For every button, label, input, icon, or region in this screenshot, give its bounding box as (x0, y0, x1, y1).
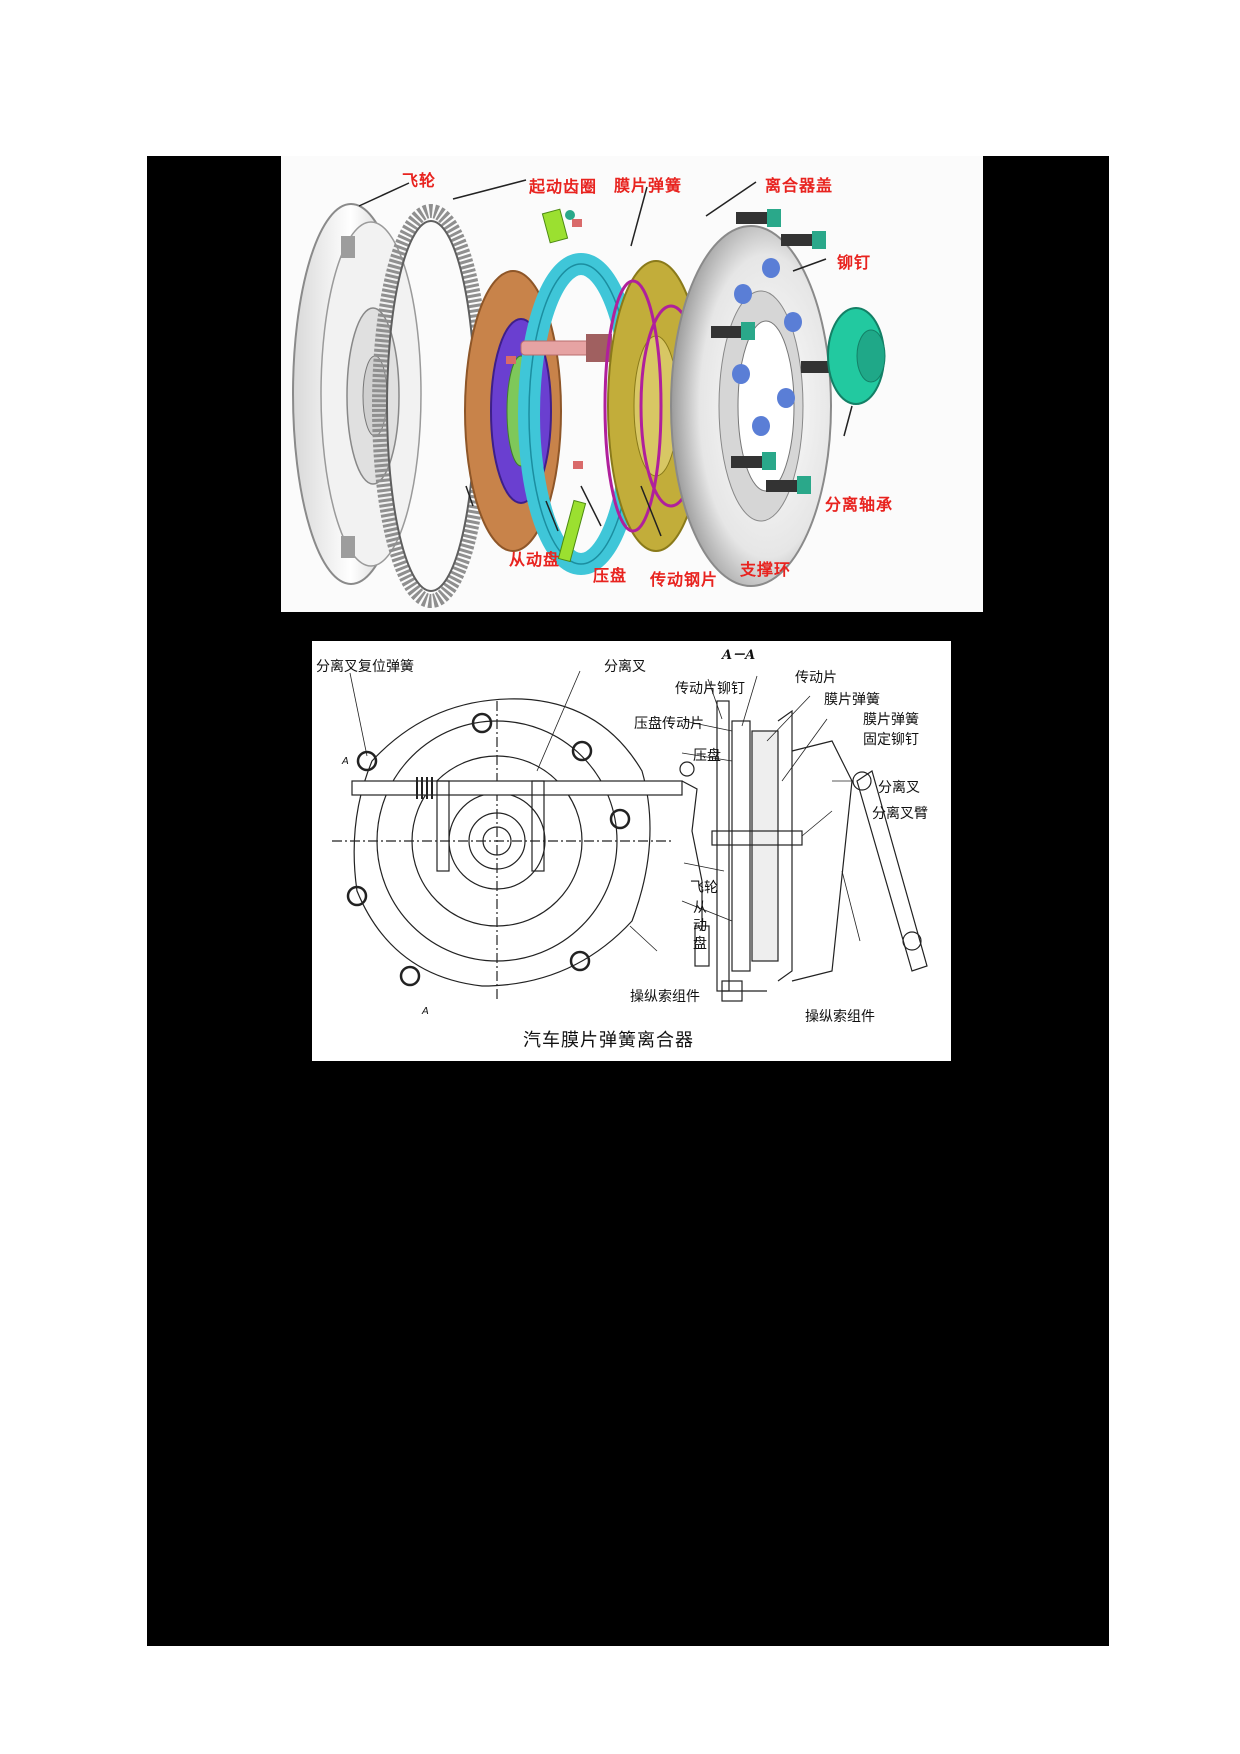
label-diaphragm-spring-fixed-rivet-line2: 固定铆钉 (863, 732, 919, 748)
label-pressure-plate-drive-strap: 压盘传动片 (634, 716, 704, 732)
label-driven-disc: 从动盘 (509, 550, 561, 569)
label-drive-strap: 传动片 (795, 670, 837, 686)
leader-lines (358, 179, 853, 537)
label-diaphragm-spring-fixed-rivet-line1: 膜片弹簧 (863, 712, 919, 728)
label-flywheel: 飞轮 (690, 880, 718, 896)
section-drawing-illustration (332, 670, 928, 1002)
label-drive-strap: 传动钢片 (650, 570, 719, 589)
exploded-view-figure: 飞轮 起动齿圈 膜片弹簧 离合器盖 铆钉 分离轴承 从动盘 压盘 传动钢片 支撑… (281, 156, 983, 612)
label-drive-strap-rivet: 传动片铆钉 (675, 681, 745, 697)
label-diaphragm-spring: 膜片弹簧 (614, 176, 683, 195)
label-driven-disc: 从 动 盘 (692, 899, 708, 953)
figure-caption: 汽车膜片弹簧离合器 (523, 1030, 694, 1051)
section-title: A－A (722, 648, 756, 663)
release-bearing-part (801, 307, 886, 405)
flywheel-part (292, 203, 422, 585)
driven-disc-char-2: 动 (693, 918, 707, 934)
label-pressure-plate: 压盘 (593, 566, 628, 585)
label-release-fork-front: 分离叉 (604, 659, 646, 675)
driven-disc-char-3: 盘 (693, 936, 707, 952)
label-release-bearing: 分离轴承 (825, 495, 894, 514)
label-control-cable-right: 操纵索组件 (805, 1009, 875, 1025)
label-clutch-cover: 离合器盖 (765, 176, 834, 195)
driven-disc-char-1: 从 (693, 900, 707, 916)
label-starter-ring-gear: 起动齿圈 (529, 177, 598, 196)
bolts-rivets (711, 209, 826, 494)
label-flywheel: 飞轮 (402, 171, 437, 190)
label-release-fork-return-spring: 分离叉复位弹簧 (316, 659, 414, 675)
label-diaphragm-spring: 膜片弹簧 (824, 692, 880, 708)
label-release-fork-side: 分离叉 (878, 780, 920, 796)
label-release-fork-arm: 分离叉臂 (872, 806, 928, 822)
section-mark-top: A (342, 756, 349, 767)
exploded-view-illustration (292, 179, 886, 608)
label-rivet: 铆钉 (837, 253, 872, 272)
section-drawing-figure: A－A 分离叉复位弹簧 分离叉 传动片铆钉 传动片 膜片弹簧 膜片弹簧 固定铆钉… (312, 641, 951, 1061)
clutch-cover-part (670, 225, 832, 587)
label-control-cable-left: 操纵索组件 (630, 989, 700, 1005)
label-pressure-plate: 压盘 (693, 748, 721, 764)
section-mark-bottom: A (422, 1006, 429, 1017)
label-support-ring: 支撑环 (740, 560, 792, 579)
